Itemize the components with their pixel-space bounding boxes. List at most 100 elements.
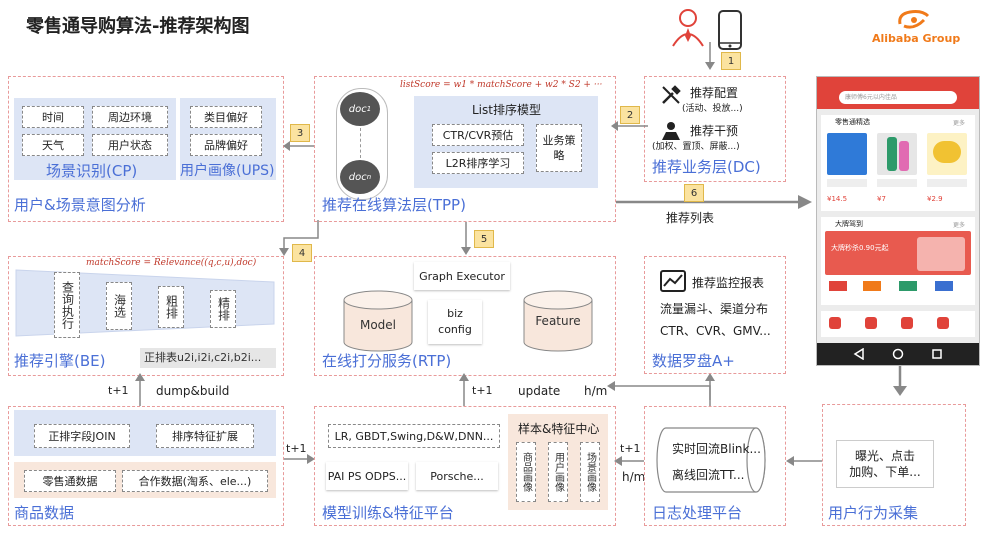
phone-card-2: 大牌驾到 更多 大牌秒杀0.90元起 — [821, 217, 975, 305]
behavior-title: 用户行为采集 — [828, 504, 919, 522]
product-price-2: ¥7 — [877, 195, 886, 203]
user-profile-label: 用户画像(UPS) — [180, 163, 275, 179]
goods-join: 正排字段JOIN — [34, 424, 130, 448]
goods-partner-data: 合作数据(淘系、ele...) — [122, 470, 268, 492]
scene-recognition-label: 场景识别(CP) — [46, 162, 138, 180]
feature-cylinder — [523, 290, 593, 352]
label-update: update — [518, 384, 561, 398]
home-icon[interactable] — [892, 348, 904, 360]
rec-list-label: 推荐列表 — [666, 211, 715, 225]
monitor-region — [644, 256, 786, 374]
page-title: 零售通导购算法-推荐架构图 — [26, 16, 250, 37]
arrow-training-to-rtp — [459, 373, 469, 406]
context-item-weather: 天气 — [22, 134, 84, 156]
user-icon — [672, 9, 704, 47]
logs-offline: 离线回流TT... — [672, 468, 745, 482]
context-analysis-title: 用户&场景意图分析 — [14, 196, 146, 214]
back-icon[interactable] — [853, 348, 865, 360]
phone-search-input[interactable]: 康师傅6元以内佳品 — [839, 91, 957, 104]
sample-feature-center-title: 样本&特征中心 — [518, 422, 600, 436]
portrait-scene: 场景画像 — [580, 442, 600, 502]
step1-arrow — [705, 42, 715, 70]
product-image-1[interactable] — [827, 133, 867, 175]
smartphone-icon — [718, 10, 742, 50]
label-t1-goods-be: t+1 — [108, 384, 129, 397]
phone-card-1: 零售通精选 更多 ¥14.5 ¥7 ¥2.9 — [821, 115, 975, 211]
training-algorithms: LR, GBDT,Swing,D&W,DNN... — [328, 424, 500, 448]
be-index-label: 正排表u2i,i2i,c2i,b2i... — [140, 348, 276, 368]
monitor-title: 推荐监控报表 — [692, 276, 765, 290]
list-score-formula: listScore = w1 * matchScore + w2 * S2 + … — [400, 80, 603, 90]
logs-title: 日志处理平台 — [652, 504, 743, 522]
recent-apps-icon[interactable] — [931, 348, 943, 360]
phone-category-row — [821, 311, 975, 337]
arrow-dc-to-tpp — [611, 121, 648, 131]
arrow-tpp-to-context — [283, 141, 314, 151]
product-image-2[interactable] — [877, 133, 917, 175]
phone-section2-title: 大牌驾到 — [835, 220, 863, 228]
business-strategy: 业务策略 — [536, 124, 582, 172]
logs-realtime: 实时回流Blink... — [672, 442, 761, 456]
label-t1-train-rtp: t+1 — [472, 384, 493, 397]
context-item-surroundings: 周边环境 — [92, 106, 168, 128]
goods-retail-data: 零售通数据 — [24, 470, 116, 492]
rtp-title: 在线打分服务(RTP) — [322, 352, 452, 370]
goods-title: 商品数据 — [14, 504, 75, 522]
feature-label: Feature — [535, 314, 581, 328]
phone-nav-bar — [817, 343, 979, 365]
arrow-tpp-to-be — [279, 220, 319, 256]
training-pai: PAI PS ODPS... — [326, 462, 408, 490]
phone-screenshot: 康师傅6元以内佳品 零售通精选 更多 ¥14.5 ¥7 ¥2.9 大牌驾到 更多… — [816, 76, 980, 366]
step-badge-2: 2 — [620, 106, 640, 124]
product-image-3[interactable] — [927, 133, 967, 175]
biz-config: biz config — [428, 300, 482, 344]
tpp-title: 推荐在线算法层(TPP) — [322, 196, 466, 214]
be-stage-coarse: 粗排 — [158, 286, 184, 328]
ups-category-preference: 类目偏好 — [190, 106, 262, 128]
product-price-3: ¥2.9 — [927, 195, 943, 203]
label-dump-build: dump&build — [156, 384, 230, 398]
goods-feature-ext: 排序特征扩展 — [156, 424, 254, 448]
label-t1-goods-train: t+1 — [286, 442, 307, 455]
arrow-phone-to-behavior — [893, 366, 907, 396]
portrait-goods: 商品画像 — [516, 442, 536, 502]
arrow-logs-to-monitor — [705, 373, 715, 400]
model-label: Model — [359, 318, 397, 332]
doc-1-sub: 1 — [366, 105, 372, 113]
hand-icon — [662, 122, 680, 140]
alibaba-logo-text: Alibaba Group — [872, 32, 961, 45]
match-score-formula: matchScore = Relevance((q,c,u),doc) — [86, 258, 257, 268]
portrait-user: 用户画像 — [548, 442, 568, 502]
dc-title: 推荐业务层(DC) — [652, 158, 761, 176]
monitor-line2: CTR、CVR、GMV... — [660, 324, 771, 338]
dc-config-sub: (活动、投放...) — [682, 104, 743, 114]
doc-n-sub: n — [366, 173, 372, 181]
arrow-goods-to-training — [284, 454, 315, 464]
funnel-shape — [15, 269, 275, 337]
context-item-user-state: 用户状态 — [92, 134, 168, 156]
alibaba-logo-icon — [898, 10, 930, 29]
dc-config-title: 推荐配置 — [690, 86, 739, 100]
ctr-cvr-estimation: CTR/CVR预估 — [432, 124, 524, 146]
arrow-goods-to-be — [135, 373, 145, 406]
be-stage-query: 查询执行 — [54, 272, 80, 338]
graph-executor: Graph Executor — [414, 262, 510, 290]
be-stage-fine: 精排 — [210, 290, 236, 328]
alibaba-logo: Alibaba Group — [868, 8, 968, 48]
label-t1-logs-train: t+1 — [620, 442, 641, 455]
doc-dots — [360, 128, 361, 158]
promo-banner[interactable]: 大牌秒杀0.90元起 — [825, 231, 971, 275]
phone-section2-more[interactable]: 更多 — [953, 222, 966, 229]
phone-section1-more[interactable]: 更多 — [953, 120, 966, 127]
step-badge-6: 6 — [684, 184, 704, 202]
step-badge-1: 1 — [721, 52, 741, 70]
behavior-events: 曝光、点击 加购、下单... — [836, 440, 934, 488]
step-badge-4: 4 — [292, 244, 312, 262]
be-title: 推荐引擎(BE) — [14, 352, 106, 370]
context-item-time: 时间 — [22, 106, 84, 128]
chart-monitor-icon — [660, 270, 686, 292]
step-badge-3: 3 — [290, 124, 310, 142]
l2r-ranking: L2R排序学习 — [432, 152, 524, 174]
ups-brand-preference: 品牌偏好 — [190, 134, 262, 156]
